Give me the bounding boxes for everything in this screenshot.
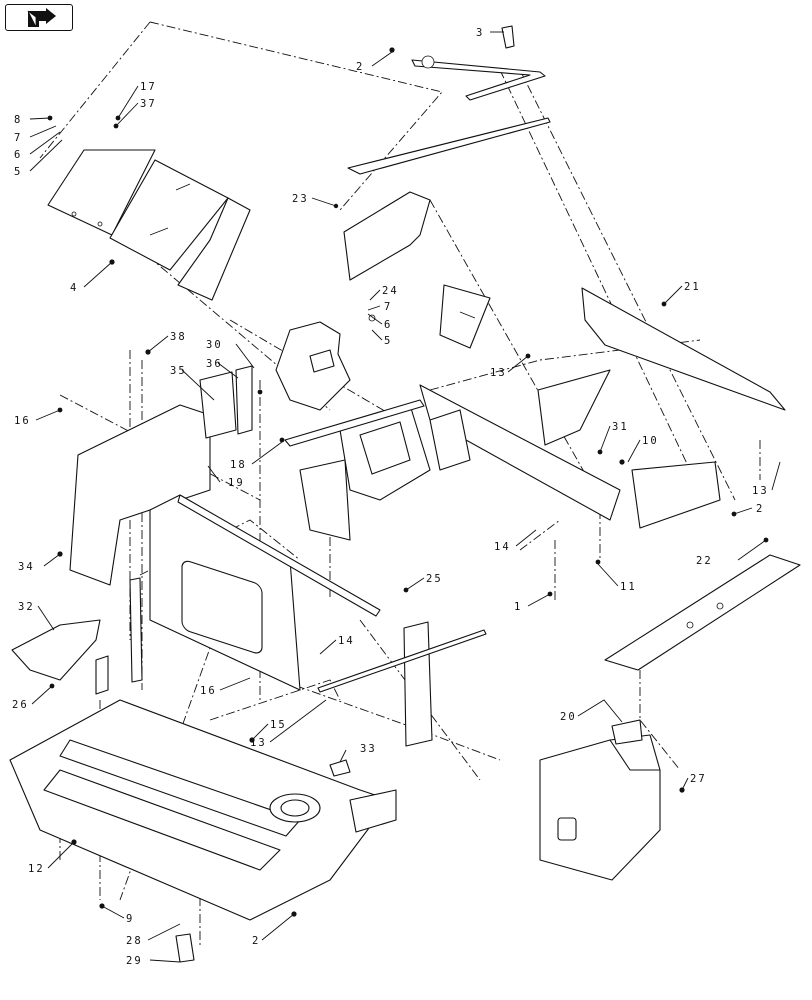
center-shield-plate bbox=[343, 191, 491, 349]
callout-6: 6 bbox=[14, 149, 22, 161]
callout-31: 31 bbox=[612, 421, 629, 433]
callout-24: 24 bbox=[382, 285, 399, 297]
callout-6: 6 bbox=[384, 319, 392, 331]
callout-4: 4 bbox=[70, 282, 78, 294]
arrow-glyph bbox=[27, 8, 56, 28]
callout-28: 28 bbox=[126, 935, 143, 947]
callout-32: 32 bbox=[18, 601, 35, 613]
top-hood-panels bbox=[47, 149, 251, 301]
callout-15: 15 bbox=[270, 719, 287, 731]
callout-34: 34 bbox=[18, 561, 35, 573]
callout-13: 13 bbox=[250, 737, 267, 749]
decal-pieces bbox=[175, 759, 351, 963]
diagonal-brace-rods bbox=[347, 25, 551, 175]
callout-27: 27 bbox=[690, 773, 707, 785]
rear-shield-27 bbox=[539, 719, 661, 881]
right-cross-member-22 bbox=[604, 554, 801, 671]
callout-23: 23 bbox=[292, 193, 309, 205]
alignment-lines bbox=[39, 21, 761, 945]
vertical-post-and-rod bbox=[95, 577, 487, 747]
callout-labels: 3 2 17 37 8 7 6 5 23 4 24 7 6 5 21 38 30… bbox=[12, 27, 769, 967]
callout-3: 3 bbox=[476, 27, 484, 39]
callout-13: 13 bbox=[490, 367, 507, 379]
callout-16: 16 bbox=[14, 415, 31, 427]
callout-30: 30 bbox=[206, 339, 223, 351]
callout-12: 12 bbox=[28, 863, 45, 875]
callout-7: 7 bbox=[384, 301, 392, 313]
callout-7: 7 bbox=[14, 132, 22, 144]
callout-2: 2 bbox=[756, 503, 764, 515]
callout-2: 2 bbox=[356, 61, 364, 73]
main-center-panel bbox=[149, 494, 381, 691]
callout-11: 11 bbox=[620, 581, 637, 593]
callout-9: 9 bbox=[126, 913, 134, 925]
center-frame-assembly bbox=[284, 399, 431, 541]
callout-29: 29 bbox=[126, 955, 143, 967]
left-bracket-32 bbox=[11, 619, 101, 681]
callout-2: 2 bbox=[252, 935, 260, 947]
callout-13: 13 bbox=[752, 485, 769, 497]
callout-25: 25 bbox=[426, 573, 443, 585]
next-page-arrow-icon[interactable] bbox=[5, 4, 73, 31]
callout-26: 26 bbox=[12, 699, 29, 711]
leader-lines bbox=[29, 31, 781, 963]
callout-16: 16 bbox=[200, 685, 217, 697]
callout-35: 35 bbox=[170, 365, 187, 377]
callout-1: 1 bbox=[514, 601, 522, 613]
callout-17: 17 bbox=[140, 81, 157, 93]
header-platform-assembly bbox=[9, 699, 397, 921]
callout-8: 8 bbox=[14, 114, 22, 126]
callout-22: 22 bbox=[696, 555, 713, 567]
callout-37: 37 bbox=[140, 98, 157, 110]
callout-18: 18 bbox=[230, 459, 247, 471]
callout-14: 14 bbox=[494, 541, 511, 553]
right-side-frame bbox=[419, 287, 786, 529]
callout-19: 19 bbox=[228, 477, 245, 489]
callout-20: 20 bbox=[560, 711, 577, 723]
callout-5: 5 bbox=[384, 335, 392, 347]
hardware-dots bbox=[47, 47, 769, 917]
upper-bracket-cluster bbox=[275, 314, 376, 411]
callout-33: 33 bbox=[360, 743, 377, 755]
callout-14: 14 bbox=[338, 635, 355, 647]
callout-10: 10 bbox=[642, 435, 659, 447]
callout-21: 21 bbox=[684, 281, 701, 293]
callout-38: 38 bbox=[170, 331, 187, 343]
left-side-panel bbox=[69, 365, 253, 586]
callout-36: 36 bbox=[206, 358, 223, 370]
callout-5: 5 bbox=[14, 166, 22, 178]
